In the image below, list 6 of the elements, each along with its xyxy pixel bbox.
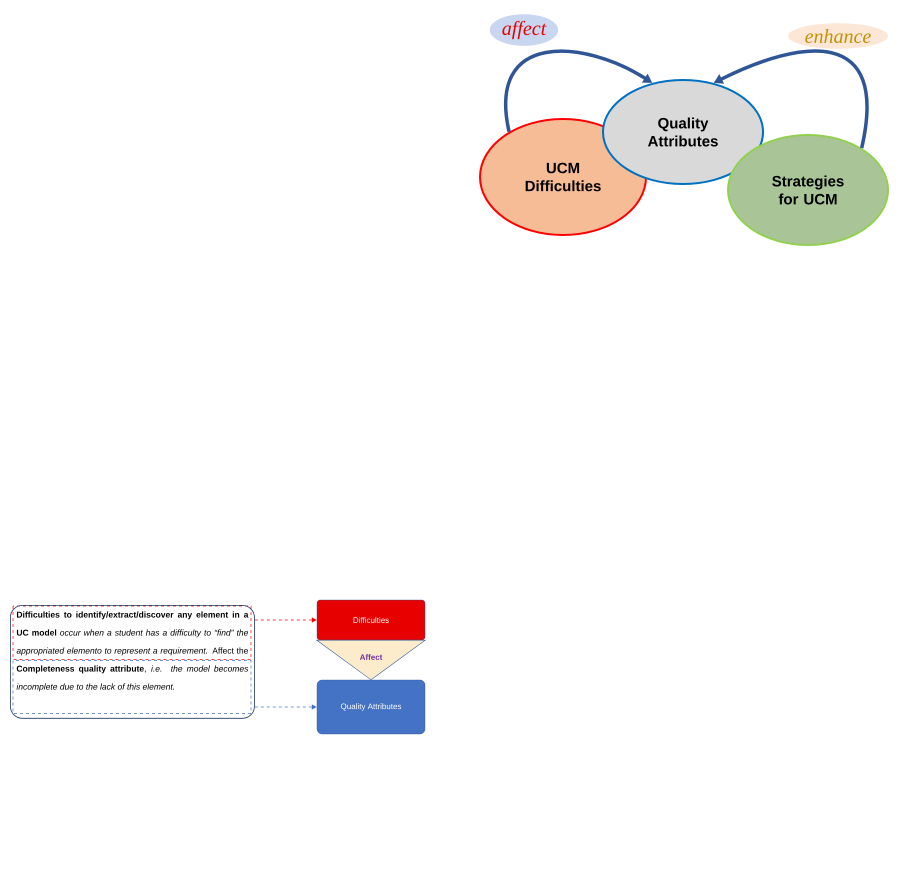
difficulties-box: Difficulties (316, 600, 426, 640)
text-box: Difficulties to identify/extract/discover any element in a UC model occur when a student has a difficulty to “find” the appropriated elemento to represent a requirement. Affect the Completeness quality attribute, i.e. the model becomes incomplete due to the lack of this element. (10, 605, 255, 719)
quality-box: Quality Attributes (316, 680, 426, 734)
edge-label: enhance (788, 23, 888, 49)
edge-label: Affect (358, 653, 384, 661)
edge-label: affect (490, 14, 558, 46)
